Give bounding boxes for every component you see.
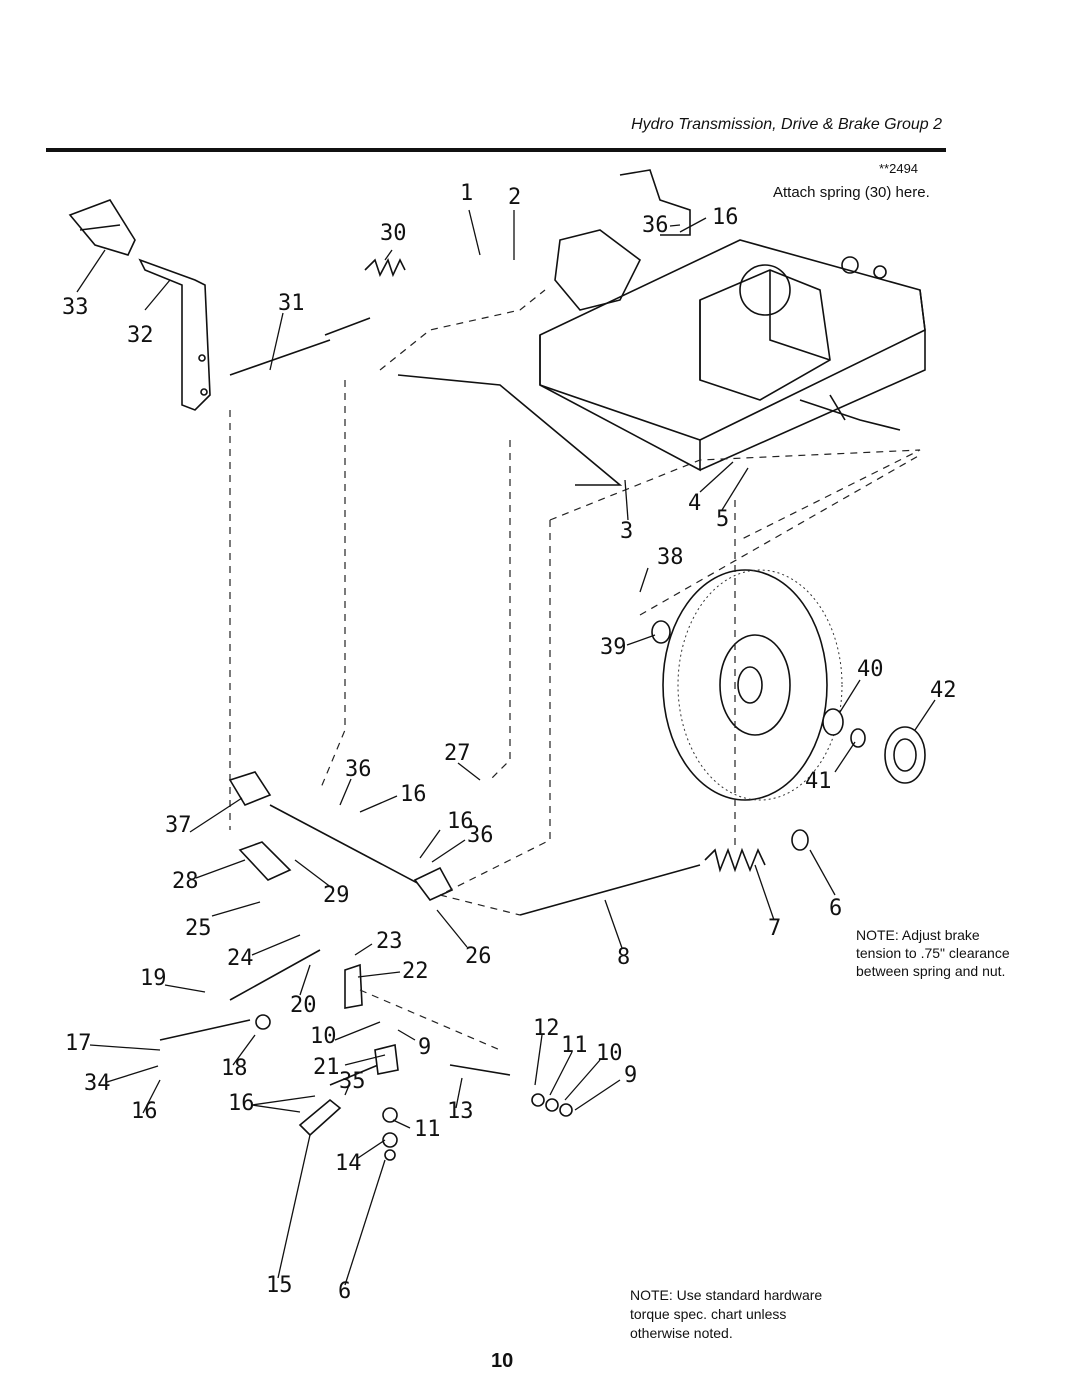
callout: 36 bbox=[345, 757, 372, 782]
callout: 22 bbox=[402, 959, 429, 984]
brake-adjust-note: NOTE: Adjust brake tension to .75" clear… bbox=[856, 927, 1010, 979]
callout: 42 bbox=[930, 678, 957, 703]
callout: 2 bbox=[508, 185, 521, 210]
callout: 29 bbox=[323, 883, 350, 908]
attach-spring-note: Attach spring (30) here. bbox=[773, 184, 930, 201]
brake-lever-parts bbox=[255, 866, 573, 1161]
page-title: Hydro Transmission, Drive & Brake Group … bbox=[631, 116, 942, 133]
callout: 34 bbox=[84, 1071, 111, 1096]
callout: 11 bbox=[414, 1117, 441, 1142]
callout: 13 bbox=[447, 1099, 474, 1124]
callout: 36 bbox=[467, 823, 494, 848]
callout: 3 bbox=[620, 519, 633, 544]
callout: 1 bbox=[460, 181, 473, 206]
callout: 12 bbox=[533, 1016, 560, 1041]
callout: 17 bbox=[65, 1031, 92, 1056]
callout: 16 bbox=[400, 782, 427, 807]
callout: 4 bbox=[688, 491, 701, 516]
leader-lines bbox=[76, 209, 936, 1286]
callout: 35 bbox=[339, 1069, 366, 1094]
assembly-dashed-lines bbox=[229, 289, 921, 1051]
callout: 21 bbox=[313, 1055, 340, 1080]
callout: 6 bbox=[829, 896, 842, 921]
callout: 16 bbox=[228, 1091, 255, 1116]
callout: 40 bbox=[857, 657, 884, 682]
header-rule bbox=[46, 148, 946, 152]
callout: 8 bbox=[617, 945, 630, 970]
callout: 26 bbox=[465, 944, 492, 969]
callout: 25 bbox=[185, 916, 212, 941]
linkage-rods bbox=[159, 317, 701, 1086]
callout: 33 bbox=[62, 295, 89, 320]
callout: 36 bbox=[642, 213, 669, 238]
callout: 6 bbox=[338, 1279, 351, 1304]
torque-spec-note: NOTE: Use standard hardware torque spec.… bbox=[630, 1287, 823, 1341]
callout: 39 bbox=[600, 635, 627, 660]
callout: 11 bbox=[561, 1033, 588, 1058]
callout: 41 bbox=[805, 769, 832, 794]
callout: 10 bbox=[596, 1041, 623, 1066]
callout: 9 bbox=[418, 1035, 431, 1060]
callout: 37 bbox=[165, 813, 192, 838]
callout: 10 bbox=[310, 1024, 337, 1049]
spring-30 bbox=[364, 257, 406, 278]
callout: 7 bbox=[768, 916, 781, 941]
callout-labels: 1 2 30 36 16 33 32 31 3 4 5 38 39 40 42 … bbox=[62, 181, 957, 1304]
callout: 14 bbox=[335, 1151, 362, 1176]
callout: 9 bbox=[624, 1063, 637, 1088]
callout: 16 bbox=[131, 1099, 158, 1124]
callout: 31 bbox=[278, 291, 305, 316]
frame-assembly bbox=[539, 169, 926, 472]
callout: 32 bbox=[127, 323, 154, 348]
callout: 5 bbox=[716, 507, 729, 532]
brake-spring-7 bbox=[704, 847, 766, 873]
callout: 19 bbox=[140, 966, 167, 991]
brake-pedal-assembly bbox=[68, 199, 211, 411]
callout: 16 bbox=[712, 205, 739, 230]
callout: 23 bbox=[376, 929, 403, 954]
callout: 38 bbox=[657, 545, 684, 570]
wheel-assembly bbox=[662, 569, 843, 801]
callout: 18 bbox=[221, 1056, 248, 1081]
callout: 20 bbox=[290, 993, 317, 1018]
hub-cap-42 bbox=[884, 726, 926, 784]
callout: 28 bbox=[172, 869, 199, 894]
callout: 27 bbox=[444, 741, 471, 766]
callout: 15 bbox=[266, 1273, 293, 1298]
callout: 24 bbox=[227, 946, 254, 971]
callout: 16 bbox=[447, 809, 474, 834]
diagram-ref-code: **2494 bbox=[879, 161, 919, 176]
callout: 30 bbox=[380, 221, 407, 246]
page-number: 10 bbox=[491, 1350, 514, 1372]
